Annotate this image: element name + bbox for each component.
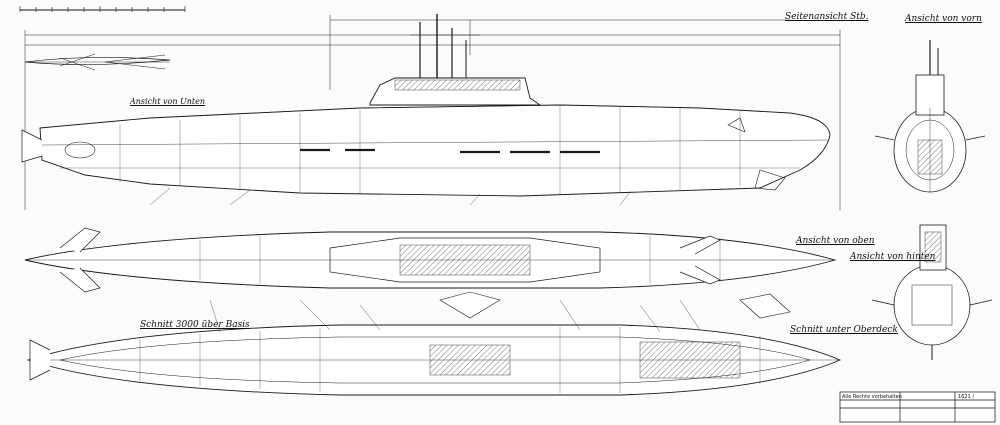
leader-lines <box>149 187 701 333</box>
title-block <box>839 391 996 423</box>
scale-ruler <box>19 6 186 12</box>
section-base-label: Schnitt 3000 über Basis <box>140 320 250 330</box>
rear-view-label: Ansicht von hinten <box>850 252 936 262</box>
front-view <box>874 40 986 193</box>
side-view-label: Seitenansicht Stb. <box>785 12 869 22</box>
bottom-view-label: Ansicht von Unten <box>130 97 206 106</box>
side-view-hull <box>21 14 831 197</box>
rear-view <box>871 224 993 360</box>
section-deck-label: Schnitt unter Oberdeck <box>790 325 898 335</box>
title-block-note: Alle Rechte vorbehalten <box>842 394 902 400</box>
title-block-drawing-no: 1621 / <box>958 394 974 400</box>
front-view-label: Ansicht von vorn <box>905 14 982 24</box>
bottom-view-small <box>24 53 171 71</box>
top-view-hull <box>24 227 837 293</box>
top-view-label: Ansicht von oben <box>796 236 875 246</box>
section-view-hull <box>26 291 842 396</box>
